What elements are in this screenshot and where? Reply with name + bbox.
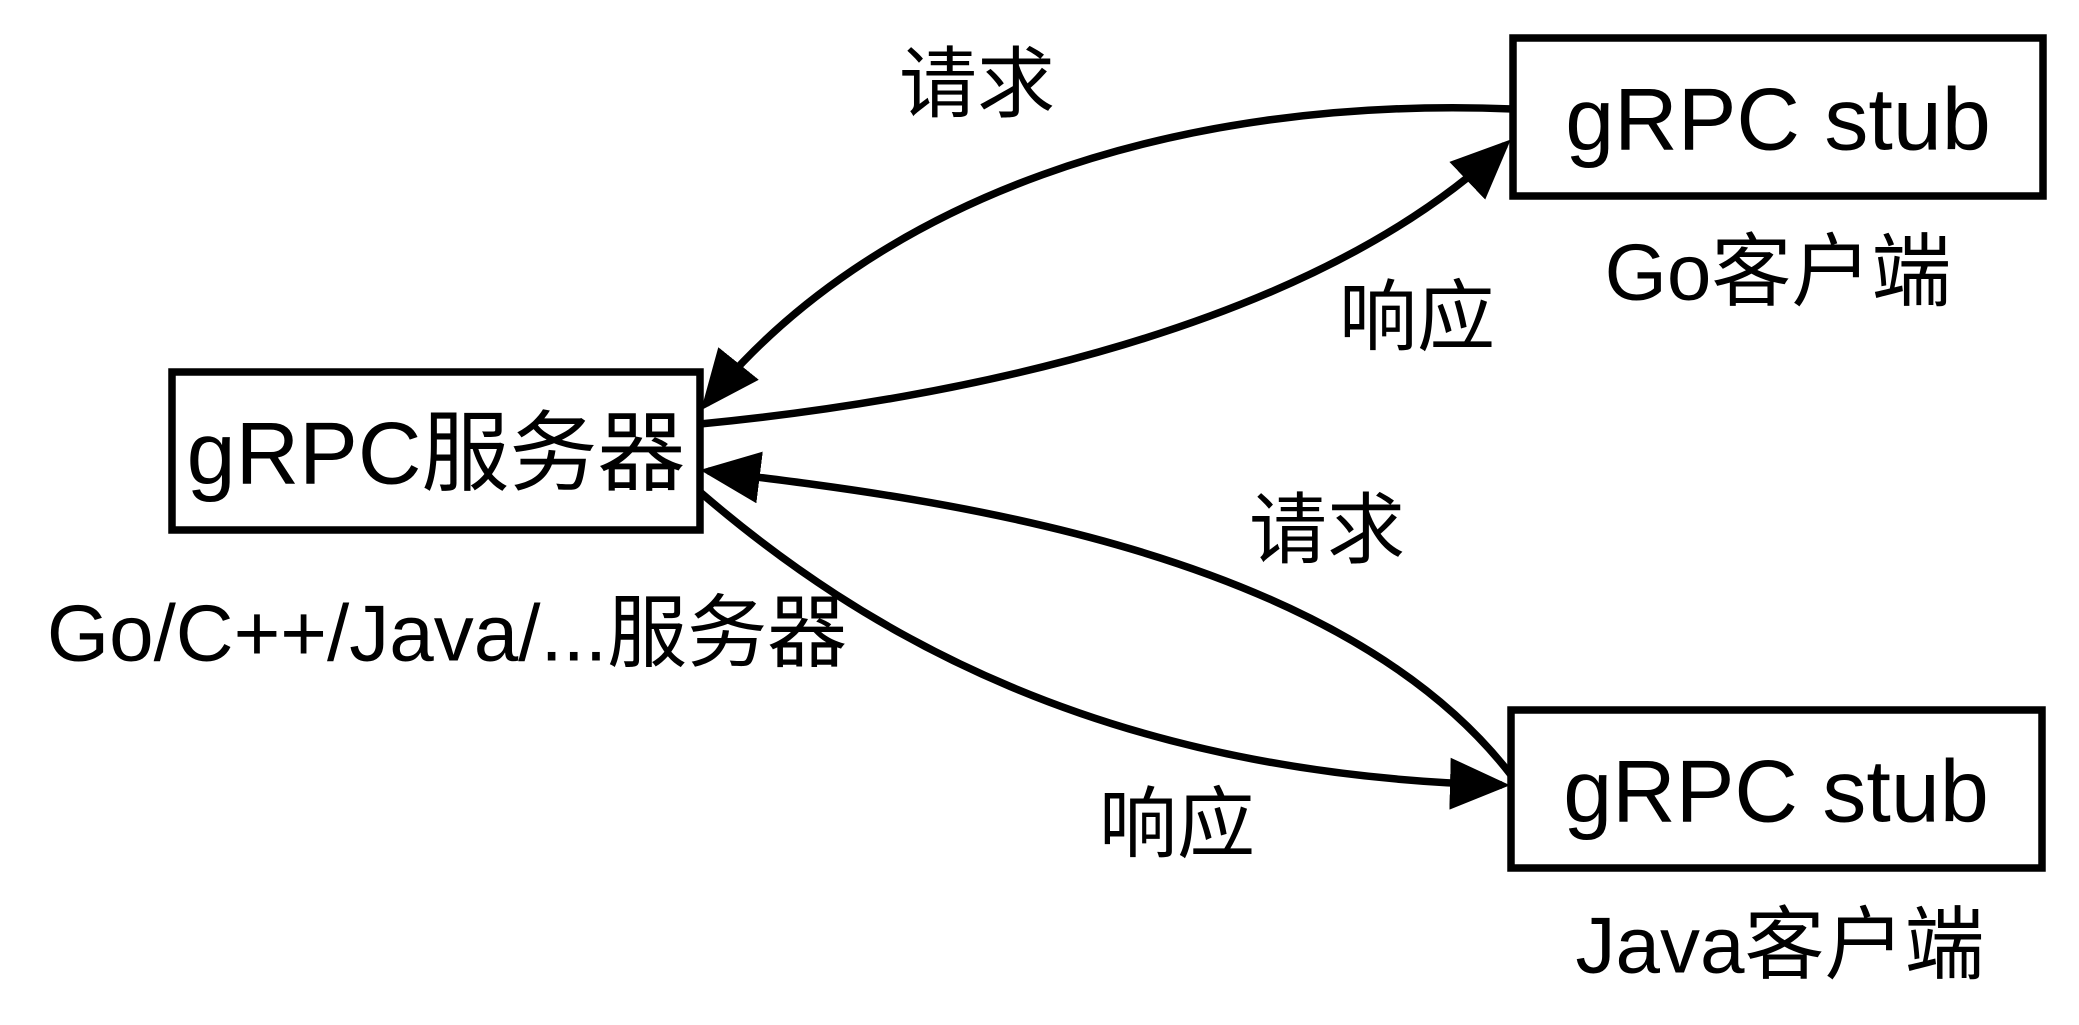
grpc-server-caption: Go/C++/Java/...服务器 xyxy=(47,589,847,678)
node-go-stub: gRPC stub Go客户端 xyxy=(1509,34,2047,317)
edge-label-go-response: 响应 xyxy=(1339,273,1495,361)
go-client-caption: Go客户端 xyxy=(1605,228,1952,317)
node-java-stub: gRPC stub Java客户端 xyxy=(1507,706,2046,990)
edge-label-java-response: 响应 xyxy=(1099,780,1255,868)
java-stub-box xyxy=(1507,706,2046,872)
edge-label-java-request: 请求 xyxy=(1249,486,1405,574)
node-grpc-server: gRPC服务器 Go/C++/Java/...服务器 xyxy=(47,368,847,678)
edge-go-request-arrow xyxy=(700,104,1514,411)
go-stub-label: gRPC stub xyxy=(1565,70,1991,169)
edge-java-response-arrow xyxy=(697,489,1510,810)
edge-java-request-arrow xyxy=(700,451,1514,778)
java-stub-label: gRPC stub xyxy=(1563,742,1989,841)
grpc-server-label: gRPC服务器 xyxy=(187,404,686,503)
grpc-server-box xyxy=(168,368,704,534)
edge-go-response-arrow xyxy=(699,139,1511,428)
edge-label-go-request: 请求 xyxy=(899,40,1055,128)
go-stub-box xyxy=(1509,34,2047,200)
java-client-caption: Java客户端 xyxy=(1576,901,1985,990)
